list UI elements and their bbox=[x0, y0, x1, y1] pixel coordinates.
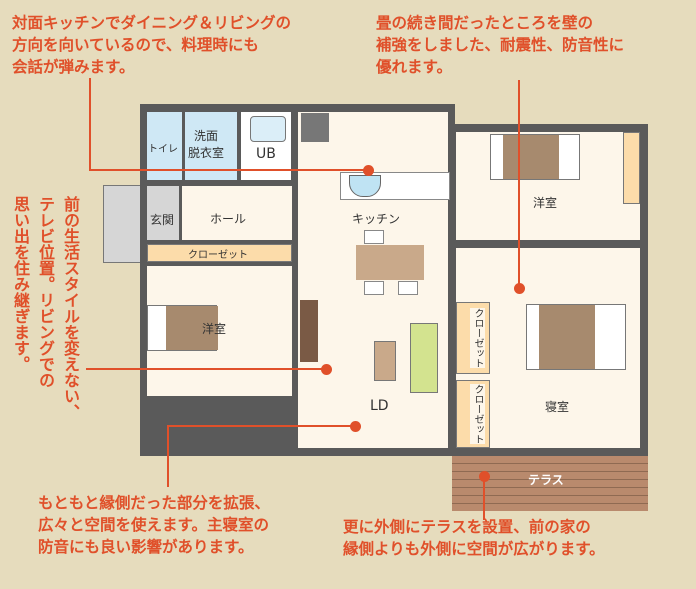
label-kitchen: キッチン bbox=[352, 212, 401, 226]
chair bbox=[398, 281, 418, 295]
marker-dot bbox=[479, 471, 490, 482]
label-closet-hall: クローゼット bbox=[188, 250, 248, 261]
chair bbox=[364, 230, 384, 244]
leader-line bbox=[89, 78, 91, 171]
annotation-engawa: もともと縁側だった部分を拡張、 広々と空間を使えます。主寝室の 防音にも良い影響… bbox=[38, 494, 270, 556]
label-bath: UB bbox=[256, 146, 276, 162]
bed-western-left bbox=[147, 305, 218, 351]
marker-dot bbox=[321, 364, 332, 375]
fridge bbox=[301, 113, 329, 142]
label-washroom: 洗面 脱衣室 bbox=[188, 128, 225, 162]
label-western-left: 洋室 bbox=[202, 322, 227, 336]
coffee-table bbox=[374, 341, 396, 381]
dining-table bbox=[356, 245, 424, 280]
chair bbox=[364, 281, 384, 295]
marker-dot bbox=[350, 421, 361, 432]
marker-dot bbox=[363, 165, 374, 176]
label-closet-2: クローゼット bbox=[470, 384, 485, 444]
label-bedroom: 寝室 bbox=[545, 400, 570, 414]
sink-icon bbox=[349, 175, 381, 197]
annotation-tv-position: 前の生活スタイルを変えない、 テレビ位置。リビングでの 思い出を住み継ぎます。 bbox=[11, 196, 80, 420]
leader-line bbox=[167, 425, 169, 487]
marker-dot bbox=[514, 283, 525, 294]
tv-board bbox=[300, 300, 318, 362]
label-hall: ホール bbox=[210, 212, 247, 226]
label-ld: LD bbox=[370, 398, 389, 414]
bed-bedroom bbox=[526, 304, 626, 370]
closet-western-right bbox=[623, 132, 640, 204]
bed-western-right bbox=[490, 134, 580, 180]
bathtub bbox=[250, 116, 286, 142]
closet-hall bbox=[147, 244, 292, 262]
annotation-terrace: 更に外側にテラスを設置、前の家の 縁側よりも外側に空間が広がります。 bbox=[343, 518, 605, 558]
annotation-wall-reinforcement: 畳の続き間だったところを壁の 補強をしました、耐震性、防音性に 優れます。 bbox=[376, 14, 625, 76]
leader-line bbox=[518, 80, 520, 288]
annotation-kitchen: 対面キッチンでダイニング＆リビングの 方向を向いているので、料理時にも 会話が弾… bbox=[12, 14, 292, 76]
leader-line bbox=[483, 476, 485, 520]
leader-line bbox=[167, 425, 355, 427]
label-terrace: テラス bbox=[528, 473, 564, 487]
room-hall bbox=[182, 186, 292, 240]
leader-line bbox=[86, 368, 326, 370]
label-entrance: 玄関 bbox=[150, 211, 175, 228]
label-western-right: 洋室 bbox=[533, 196, 558, 210]
sofa bbox=[410, 323, 438, 393]
label-closet-1: クローゼット bbox=[470, 308, 485, 368]
leader-line bbox=[89, 169, 368, 171]
label-toilet: トイレ bbox=[148, 140, 178, 155]
